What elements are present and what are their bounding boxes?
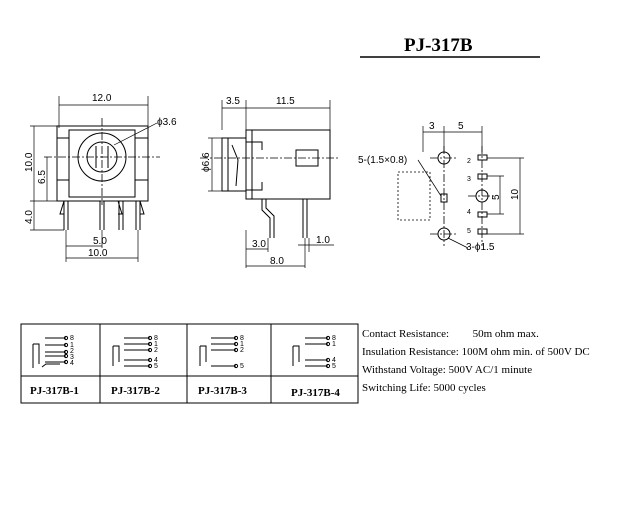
specifications-list: Contact Resistance: 50m ohm max. Insulat…	[362, 325, 622, 397]
side-pin-offset-dim: 3.0	[252, 239, 266, 250]
variant-2-pin-4: 4	[154, 357, 158, 364]
variant-2-pin-2: 1	[154, 341, 158, 348]
front-pin-span-dim: 10.0	[88, 248, 108, 259]
variant-4-pin-1: 8	[332, 335, 336, 342]
side-body-dim: 11.5	[276, 96, 295, 107]
variant-2-schematic: 8 1 2 4 5	[112, 335, 158, 370]
variant-3-pin-3: 2	[240, 347, 244, 354]
variant-1-pin-5: 4	[70, 360, 74, 367]
front-pin-length-dim: 4.0	[24, 210, 35, 224]
front-width-dim: 12.0	[92, 93, 112, 104]
variant-3-pin-1: 8	[240, 335, 244, 342]
spec-withstand-voltage: Withstand Voltage: 500V AC/1 minute	[362, 361, 622, 379]
variant-2-pin-3: 2	[154, 347, 158, 354]
variant-4-label: PJ-317B-4	[291, 387, 340, 399]
pcb-slot-dim: 5-(1.5×0.8)	[358, 155, 407, 166]
part-title: PJ-317B	[404, 35, 473, 56]
pcb-dim-b: 5	[458, 121, 464, 132]
spec-value: 5000 cycles	[433, 382, 486, 394]
variant-4-pin-3: 4	[332, 357, 336, 364]
pcb-hole-dim: 3-ϕ1.5	[466, 242, 495, 253]
pcb-dim-a: 3	[429, 121, 435, 132]
pcb-layout: 3 5 2 3 4 5 5-(1.5×0.8) 10 5	[358, 121, 524, 253]
spec-label: Insulation Resistance:	[362, 346, 459, 358]
variant-3-pin-2: 1	[240, 341, 244, 348]
variant-3-schematic: 8 1 2 5	[199, 335, 244, 370]
variant-table: 8 1 2 3 4 8 1 2 4 5 8 1 2 5	[20, 323, 359, 404]
pcb-pin-label-2: 2	[467, 158, 471, 165]
spec-switching-life: Switching Life: 5000 cycles	[362, 379, 622, 397]
pcb-height-dim: 10	[510, 188, 521, 200]
variant-1-schematic: 8 1 2 3 4	[32, 335, 74, 368]
variant-4-schematic: 8 1 4 5	[292, 335, 336, 370]
variant-3-pin-4: 5	[240, 363, 244, 370]
variant-1-pin-1: 8	[70, 335, 74, 342]
spec-value: 500V AC/1 minute	[448, 364, 533, 376]
front-view: 12.0 ϕ3.6 10.0 6.5 4.0	[24, 93, 177, 262]
pcb-pin-label-5: 5	[467, 228, 471, 235]
variant-2-pin-5: 5	[154, 363, 158, 370]
variant-2-pin-1: 8	[154, 335, 158, 342]
variant-2-label: PJ-317B-2	[111, 385, 160, 397]
variant-4-pin-2: 1	[332, 341, 336, 348]
spec-insulation-resistance: Insulation Resistance: 100M ohm min. of …	[362, 343, 622, 361]
variant-1-pin-2: 1	[70, 342, 74, 349]
front-hole-dim: ϕ3.6	[157, 117, 177, 128]
spec-label: Contact Resistance:	[362, 328, 450, 340]
side-front-dim: 3.5	[226, 96, 240, 107]
pcb-mid-dim: 5	[491, 194, 502, 200]
front-center-dim: 6.5	[37, 170, 48, 184]
spec-value: 100M ohm min. of 500V DC	[461, 346, 590, 358]
pcb-pin-label-4: 4	[467, 209, 471, 216]
spec-label: Withstand Voltage:	[362, 364, 446, 376]
front-height-dim: 10.0	[24, 152, 35, 172]
variant-4-pin-4: 5	[332, 363, 336, 370]
front-pin-spacing-dim: 5.0	[93, 236, 107, 247]
pcb-pin-label-3: 3	[467, 176, 471, 183]
variant-1-pin-3: 2	[70, 348, 74, 355]
side-pin-width-dim: 1.0	[316, 235, 330, 246]
spec-value: 50m ohm max.	[472, 328, 539, 340]
side-total-dim: 8.0	[270, 256, 284, 267]
spec-contact-resistance: Contact Resistance: 50m ohm max.	[362, 325, 622, 343]
spec-label: Switching Life:	[362, 382, 431, 394]
side-view: 3.5 11.5 ϕ6.6 3.0 1.0 8.0	[200, 96, 340, 268]
variant-1-label: PJ-317B-1	[30, 385, 79, 397]
side-diameter-dim: ϕ6.6	[201, 152, 212, 172]
variant-1-pin-4: 3	[70, 354, 74, 361]
variant-3-label: PJ-317B-3	[198, 385, 247, 397]
